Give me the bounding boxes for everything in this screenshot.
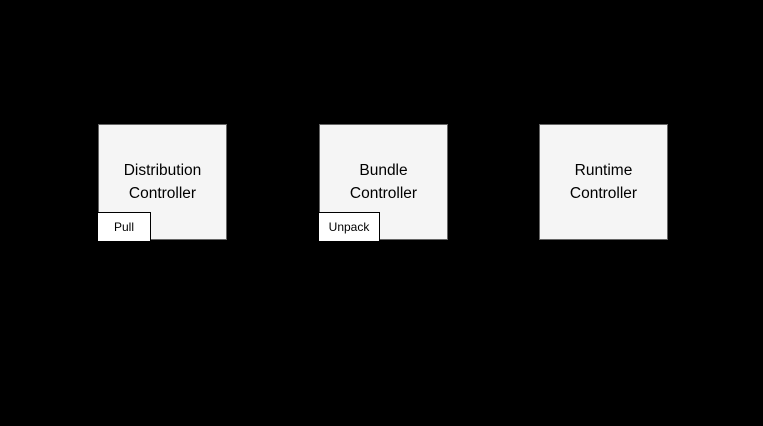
node-label-bundle-controller: Bundle Controller — [349, 162, 418, 202]
node-label-distribution-controller: Distribution Controller — [123, 162, 202, 202]
node-label-runtime-controller: Runtime Controller — [569, 162, 638, 202]
node-distribution-controller: Distribution Controller Pull — [97, 124, 227, 242]
node-runtime-controller: Runtime Controller — [539, 124, 668, 240]
node-bundle-controller: Bundle Controller Unpack — [318, 124, 448, 242]
tab-unpack: Unpack — [318, 212, 380, 242]
tab-pull: Pull — [97, 212, 151, 242]
